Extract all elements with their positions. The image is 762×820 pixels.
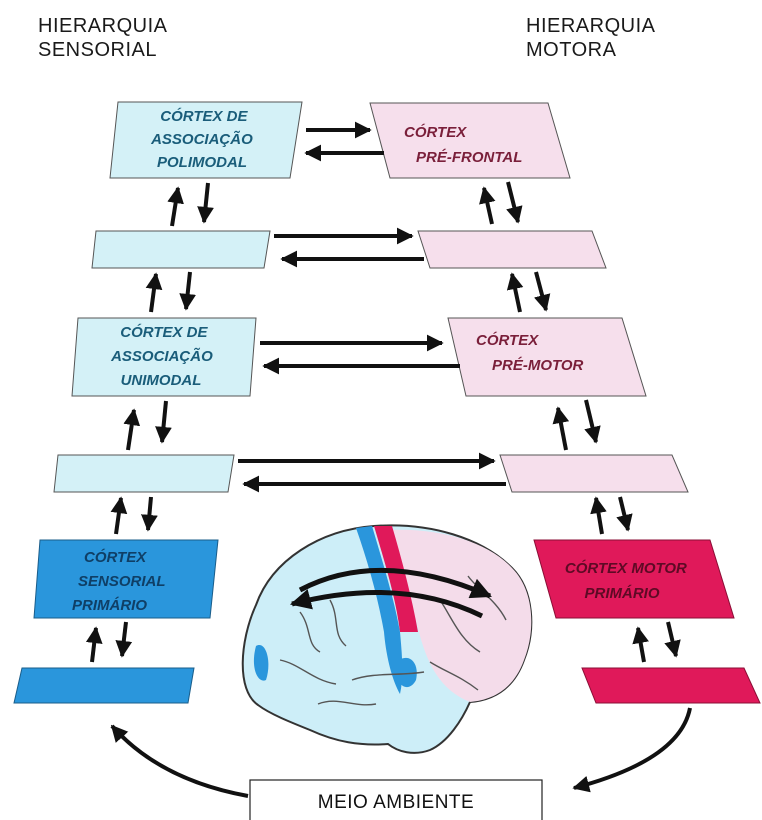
brain-illustration <box>241 524 533 754</box>
arrow-premotor-down <box>584 399 601 444</box>
arrow-sensory-base-up <box>85 626 103 663</box>
sensory-base-box <box>13 667 195 704</box>
arrow-sensory1-down <box>179 271 196 311</box>
arrow-motor-to-environment <box>572 707 692 793</box>
sensory-hierarchy-header: HIERARQUIA SENSORIAL <box>38 14 167 62</box>
sensory-intermediate-box-1 <box>91 230 271 269</box>
motor-header-line2: MOTORA <box>526 39 617 61</box>
primary-motor-box <box>533 539 735 619</box>
occipital-sensory-patch <box>253 644 269 681</box>
arrow-sensory2-down <box>141 496 158 532</box>
polimodal-label: CÓRTEX DE ASSOCIAÇÃO POLIMODAL <box>150 107 257 171</box>
primary-sensory-box <box>33 539 219 619</box>
arrow-primary-sensory-down <box>115 621 133 658</box>
arrow-motor1-down <box>534 271 551 312</box>
prefrontal-label: CÓRTEX PRÉ-FRONTAL <box>404 123 522 166</box>
motor-intermediate-box-2 <box>499 454 689 493</box>
brain-arrow-sensory-to-motor <box>298 567 492 599</box>
arrow-polimodal-down <box>197 182 214 224</box>
sensory-header-line2: SENSORIAL <box>38 39 157 61</box>
arrow-sensory2-up <box>123 408 141 451</box>
sulcus-7 <box>429 661 479 691</box>
motor-header-line1: HIERARQUIA <box>526 15 656 37</box>
arrow-primary-sensory-up <box>110 496 128 535</box>
primary-sensory-label: CÓRTEX SENSORIAL PRIMÁRIO <box>72 548 169 614</box>
environment-label: MEIO AMBIENTE <box>318 792 474 813</box>
temporal-sensory-patch <box>394 657 417 688</box>
sulcus-5 <box>439 599 481 653</box>
unimodal-label: CÓRTEX DE ASSOCIAÇÃO UNIMODAL <box>110 323 217 389</box>
sulcus-2 <box>329 599 347 647</box>
arrow-motor2-down <box>616 496 633 532</box>
lateral-fissure <box>351 671 425 681</box>
unimodal-association-box <box>71 317 257 397</box>
sensory-header-line1: HIERARQUIA <box>38 15 168 37</box>
arrow-sensory1-up <box>167 186 184 227</box>
motor-intermediate-box-1 <box>417 230 607 269</box>
arrow-unimodal-down <box>155 400 172 444</box>
arrow-prefrontal-down <box>506 181 523 224</box>
arrow-motor2-up <box>552 406 570 451</box>
sulcus-1 <box>299 611 321 653</box>
premotor-box <box>447 317 647 397</box>
environment-box <box>249 779 543 820</box>
motor-base-box <box>581 667 761 704</box>
arrow-environment-to-sensory <box>110 724 249 798</box>
primary-motor-label: CÓRTEX MOTOR PRIMÁRIO <box>565 559 691 602</box>
premotor-label: CÓRTEX PRÉ-MOTOR <box>476 331 584 374</box>
arrow-primary-motor-down <box>664 621 681 658</box>
arrow-motor-base-up <box>632 626 649 663</box>
sulcus-4 <box>317 700 377 706</box>
arrow-primary-motor-up <box>590 496 607 535</box>
arrow-motor1-up <box>479 186 496 225</box>
arrow-unimodal-up <box>145 272 163 313</box>
primary-motor-strip <box>374 526 418 632</box>
motor-hierarchy-header: HIERARQUIA MOTORA <box>526 14 655 62</box>
primary-sensory-strip <box>356 526 403 694</box>
sensory-intermediate-box-2 <box>53 454 235 493</box>
sulcus-3 <box>279 659 337 685</box>
arrow-premotor-up <box>506 272 524 313</box>
polimodal-association-box <box>109 101 303 179</box>
brain-arrow-motor-to-sensory <box>289 589 484 619</box>
